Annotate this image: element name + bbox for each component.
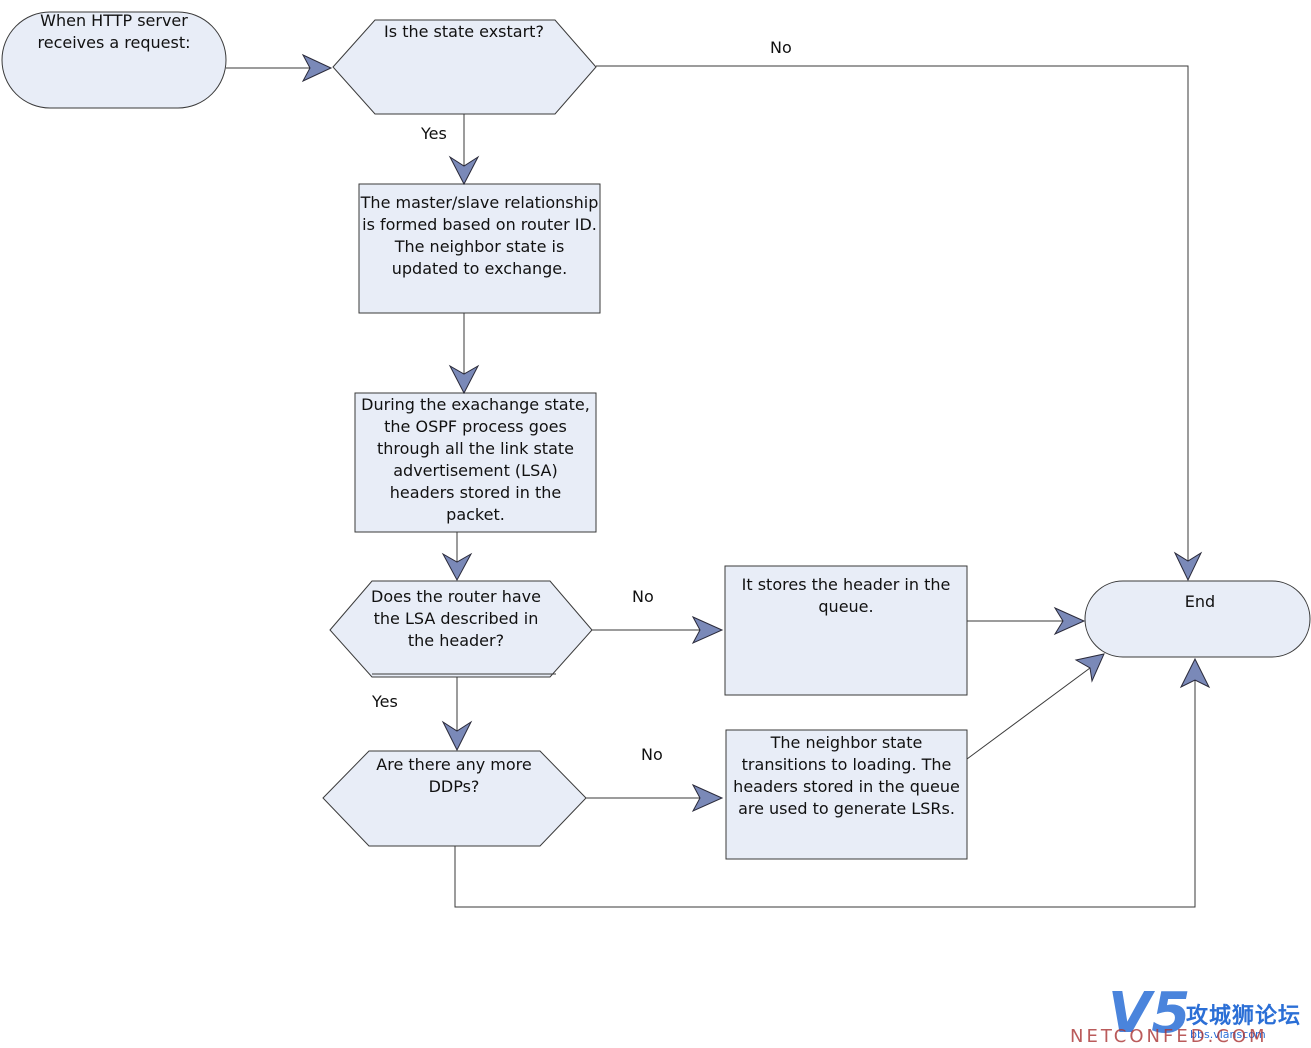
edge-label-more-ddps-no: No [641,745,663,764]
exchange-process-label: During the exachange state, the OSPF pro… [361,395,590,524]
loading-process-shape [725,729,968,860]
decision-exstart-label: Is the state exstart? [384,22,544,41]
decision-has-lsa-label: Does the router have the LSA described i… [371,587,541,650]
edge-more-ddps-yes-to-end [454,680,1196,908]
master-slave-label: The master/slave relationship is formed … [360,193,599,278]
watermark-url: bbs.vlanscom [1190,1028,1266,1041]
arrowhead-icon [448,364,480,395]
start-node-label: When HTTP server receives a request: [37,11,191,52]
watermark-brand: NETCONFED.COM [1070,1026,1268,1047]
arrowhead-icon [1074,653,1105,683]
arrowhead-icon [301,53,333,83]
exchange-process-shape [354,392,597,533]
arrowhead-icon [1179,657,1211,689]
arrowhead-icon [441,552,473,582]
decision-exstart-shape [332,19,597,115]
arrowhead-icon [448,155,480,186]
edge-label-has-lsa-yes: Yes [372,692,398,711]
arrowhead-icon [691,783,724,813]
end-terminator-shape [1084,580,1311,658]
watermark-site-name: 攻城狮论坛 [1186,1004,1302,1029]
master-slave-process-shape [358,183,601,314]
decision-more-ddps-label: Are there any more DDPs? [376,755,532,796]
store-header-label: It stores the header in the queue. [741,575,951,616]
loading-process-label: The neighbor state transitions to loadin… [733,733,960,818]
store-header-process-shape [724,565,968,696]
arrowhead-icon [691,615,724,645]
edge-loading-to-end [966,667,1091,760]
edge-exstart-no-to-end [596,65,1189,565]
watermark-logo: V5 [1108,981,1191,1046]
arrowhead-icon [1173,551,1203,582]
edge-label-exstart-yes: Yes [421,124,447,143]
edge-label-exstart-no: No [770,38,792,57]
start-terminator-shape [1,11,227,109]
end-node-label: End [1184,592,1216,611]
edge-label-has-lsa-no: No [632,587,654,606]
arrowhead-icon [441,720,473,752]
arrowhead-icon [1053,606,1086,636]
